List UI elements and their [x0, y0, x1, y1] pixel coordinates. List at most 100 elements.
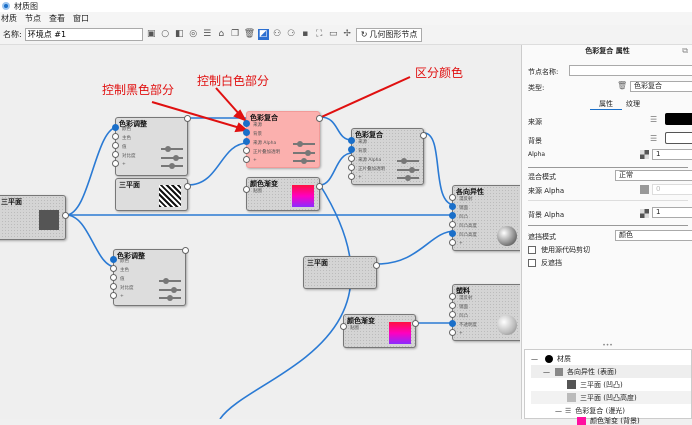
- slider[interactable]: [293, 149, 315, 156]
- tab-texture[interactable]: 纹理: [626, 100, 640, 108]
- input-port[interactable]: [110, 274, 117, 281]
- input-port[interactable]: [110, 292, 117, 299]
- mask-mode-select[interactable]: 颜色: [615, 230, 692, 241]
- tree-item-color-composite[interactable]: —☰色彩复合 (漫光): [555, 406, 625, 415]
- use-source-clip-checkbox[interactable]: 使用源代码剪切: [528, 245, 590, 255]
- node-color-gradient-2[interactable]: 颜色渐变 贴图: [340, 314, 419, 348]
- node-color-adjust-1[interactable]: 色彩调整 颜色 主色 值 对比度 +: [112, 115, 191, 176]
- input-port[interactable]: [449, 239, 456, 246]
- bg-alpha-slider[interactable]: [528, 225, 688, 226]
- save-icon[interactable]: ▣: [146, 29, 156, 39]
- input-port[interactable]: [449, 329, 456, 336]
- input-port[interactable]: [243, 186, 250, 193]
- lock-icon[interactable]: ⌂: [218, 29, 225, 39]
- output-port[interactable]: [184, 183, 191, 190]
- input-port[interactable]: [348, 137, 355, 144]
- node-name-input[interactable]: [569, 65, 692, 76]
- output-port[interactable]: [420, 132, 427, 139]
- menu-window[interactable]: 窗口: [73, 14, 89, 23]
- input-port[interactable]: [449, 194, 456, 201]
- input-port[interactable]: [243, 147, 250, 154]
- tree-item-anisotropic[interactable]: —各向异性 (表面): [531, 365, 691, 378]
- name-input[interactable]: [24, 28, 143, 41]
- output-port[interactable]: [316, 183, 323, 190]
- input-port[interactable]: [348, 164, 355, 171]
- input-port[interactable]: [340, 323, 347, 330]
- undock-icon[interactable]: ⧉: [682, 46, 688, 55]
- slider[interactable]: [161, 162, 183, 169]
- slider[interactable]: [159, 286, 181, 293]
- menu-view[interactable]: 查看: [49, 14, 65, 23]
- slider[interactable]: [397, 174, 419, 181]
- node-triplanar-left[interactable]: 三平面: [0, 195, 69, 240]
- input-port[interactable]: [243, 120, 250, 127]
- node-color-composite-selected[interactable]: 色彩复合 来源 背景 来源 Alpha 正片叠加透明 +: [243, 111, 323, 168]
- input-port[interactable]: [449, 221, 456, 228]
- input-port[interactable]: [243, 138, 250, 145]
- input-port[interactable]: [449, 230, 456, 237]
- menu-material[interactable]: 材质: [1, 14, 17, 23]
- input-port[interactable]: [449, 311, 456, 318]
- sliders-icon[interactable]: ☰: [203, 29, 212, 39]
- input-port[interactable]: [449, 302, 456, 309]
- delete-icon[interactable]: 🗑: [243, 29, 256, 39]
- tree-item-material[interactable]: —材质: [531, 354, 571, 363]
- slider[interactable]: [161, 154, 183, 161]
- slider[interactable]: [159, 277, 181, 284]
- input-port[interactable]: [449, 293, 456, 300]
- slider[interactable]: [161, 145, 183, 152]
- sphere-preview-icon[interactable]: ○: [161, 29, 170, 39]
- zoom-100-icon[interactable]: ▭: [328, 29, 338, 39]
- sliders-icon[interactable]: ☰: [650, 134, 658, 143]
- rotate-icon[interactable]: ◎: [189, 29, 198, 39]
- input-port[interactable]: [112, 151, 119, 158]
- layout-icon[interactable]: ▪: [302, 29, 309, 39]
- input-port[interactable]: [348, 173, 355, 180]
- node-triplanar-3[interactable]: 三平面: [303, 256, 380, 289]
- alpha-slider[interactable]: [528, 167, 688, 168]
- fit-icon[interactable]: ⛶: [316, 29, 323, 39]
- menu-node[interactable]: 节点: [25, 14, 41, 23]
- tree-item-color-gradient[interactable]: 颜色渐变 (背景): [531, 417, 691, 425]
- trash-icon[interactable]: 🗑: [617, 81, 628, 90]
- tree-item-triplanar-bump[interactable]: 三平面 (凹凸): [531, 378, 691, 391]
- input-port[interactable]: [112, 124, 119, 131]
- input-port[interactable]: [112, 142, 119, 149]
- node-color-adjust-2[interactable]: 色彩调整 颜色 主色 值 对比度 +: [110, 247, 189, 306]
- checker-icon[interactable]: ◧: [174, 29, 184, 39]
- connect-icon[interactable]: ⚇: [273, 29, 282, 39]
- output-port[interactable]: [373, 262, 380, 269]
- input-port[interactable]: [112, 160, 119, 167]
- node-triplanar-2[interactable]: 三平面: [115, 178, 191, 211]
- sliders-icon[interactable]: ☰: [650, 115, 658, 124]
- node-plastic[interactable]: 塑料 漫反射 镜面 凹凸 不透明度 +: [449, 284, 520, 341]
- input-port[interactable]: [348, 146, 355, 153]
- input-port[interactable]: [110, 256, 117, 263]
- output-port[interactable]: [62, 212, 69, 219]
- node-color-gradient-1[interactable]: 颜色渐变 贴图: [243, 177, 323, 211]
- node-color-composite-2[interactable]: 色彩复合 来源 背景 来源 Alpha 正片叠加透明 +: [348, 128, 427, 185]
- slider[interactable]: [397, 166, 419, 173]
- input-port[interactable]: [348, 155, 355, 162]
- blend-mode-select[interactable]: 正常: [615, 170, 692, 181]
- texture-icon[interactable]: [640, 209, 649, 218]
- texture-icon[interactable]: [640, 150, 649, 159]
- slider[interactable]: [397, 157, 419, 164]
- geometry-node-button[interactable]: ↻几何图形节点: [355, 27, 423, 42]
- output-port[interactable]: [182, 247, 189, 254]
- slider[interactable]: [293, 140, 315, 147]
- bg-alpha-input[interactable]: 1: [652, 207, 692, 218]
- splitter-handle[interactable]: •••: [602, 342, 613, 349]
- disconnect-icon[interactable]: ⚆: [287, 29, 296, 39]
- input-port[interactable]: [110, 265, 117, 272]
- input-port[interactable]: [449, 203, 456, 210]
- node-view-icon[interactable]: ◩: [257, 29, 269, 40]
- alpha-input[interactable]: 1: [652, 149, 692, 160]
- input-port[interactable]: [112, 133, 119, 140]
- slider[interactable]: [293, 157, 315, 164]
- output-port[interactable]: [412, 320, 419, 327]
- source-color-swatch[interactable]: [665, 113, 692, 125]
- invert-mask-checkbox[interactable]: 反遮挡: [528, 258, 562, 268]
- tree-item-triplanar-bump-height[interactable]: 三平面 (凹凸高度): [531, 391, 691, 404]
- input-port[interactable]: [243, 156, 250, 163]
